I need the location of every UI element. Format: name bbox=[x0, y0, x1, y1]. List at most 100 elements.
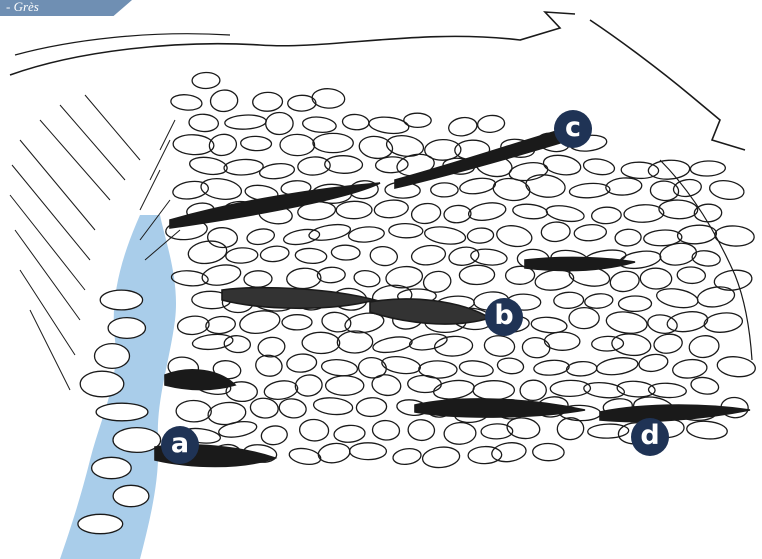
cobble-stone bbox=[294, 373, 323, 397]
cobble-stone bbox=[477, 114, 505, 133]
cobble-stone bbox=[708, 178, 745, 201]
marker-b: b bbox=[485, 298, 523, 336]
cobble-stone bbox=[286, 353, 317, 373]
cobble-stone bbox=[468, 446, 502, 464]
cobble-stone bbox=[189, 155, 229, 177]
cobble-stone bbox=[321, 358, 358, 377]
cobble-stone bbox=[609, 269, 641, 294]
cobble-stone bbox=[512, 203, 548, 221]
cobble-stone bbox=[187, 239, 228, 266]
cobble-stone bbox=[553, 292, 583, 309]
cobble-stone bbox=[491, 441, 528, 464]
cobble-stone bbox=[690, 375, 720, 396]
cobble-stone bbox=[677, 266, 706, 284]
cobble-stone bbox=[424, 225, 467, 247]
cobble-stone bbox=[611, 332, 652, 357]
cobble-stone bbox=[591, 207, 621, 225]
cobble-stone bbox=[677, 224, 717, 245]
cobble-stone bbox=[371, 373, 403, 397]
marker-c: c bbox=[554, 110, 592, 148]
cobble-stone bbox=[638, 352, 669, 373]
cobble-stone bbox=[246, 227, 276, 246]
cobble-stone bbox=[615, 228, 642, 246]
cobble-stone bbox=[422, 445, 461, 469]
cobble-stone bbox=[348, 225, 385, 243]
cobble-stone bbox=[448, 245, 480, 267]
cobble-stone bbox=[286, 267, 321, 289]
cobble-stone bbox=[224, 335, 251, 354]
cobble-stone bbox=[260, 245, 290, 263]
stream-stone bbox=[92, 457, 132, 478]
cobble-stone bbox=[313, 133, 353, 152]
cobble-stone bbox=[302, 332, 340, 354]
cobble-stone bbox=[295, 248, 327, 265]
cobble-stone bbox=[640, 268, 672, 290]
cobble-stone bbox=[201, 262, 243, 288]
cobble-stone bbox=[410, 202, 442, 226]
cobble-stone bbox=[542, 153, 582, 178]
cobble-stone bbox=[224, 158, 264, 175]
cobble-stone bbox=[192, 72, 220, 89]
cobble-stone bbox=[545, 203, 585, 224]
cobble-stone bbox=[288, 446, 322, 466]
cobble-stone bbox=[224, 114, 266, 130]
cobble-stone bbox=[458, 359, 494, 379]
marker-a: a bbox=[161, 426, 199, 464]
cobble-stone bbox=[557, 417, 585, 440]
cobble-stone bbox=[326, 376, 364, 395]
cobble-stone bbox=[308, 222, 352, 243]
cobble-stone bbox=[302, 116, 337, 134]
cobble-stone bbox=[584, 293, 613, 310]
stone-type-tag: - Grès bbox=[0, 0, 132, 16]
cobble-stone bbox=[696, 284, 736, 309]
cobble-stone bbox=[177, 315, 210, 336]
cobble-stone bbox=[372, 334, 413, 354]
cobble-stone bbox=[666, 309, 709, 334]
stream-stone bbox=[108, 318, 145, 339]
cobble-stone bbox=[686, 420, 728, 441]
cobble-stone bbox=[541, 221, 571, 242]
cobble-stone bbox=[200, 176, 243, 202]
marker-a-label: a bbox=[171, 430, 189, 457]
cobble-stone bbox=[497, 357, 525, 375]
cobble-stone bbox=[260, 424, 288, 446]
cobble-stone bbox=[282, 315, 312, 330]
cobble-stone bbox=[407, 419, 435, 441]
stream-stone bbox=[78, 514, 123, 533]
cobble-stone bbox=[688, 334, 720, 359]
cobble-stone bbox=[690, 160, 726, 176]
cobble-stone bbox=[374, 199, 410, 220]
cobble-stone bbox=[574, 224, 607, 242]
cobble-stone bbox=[389, 223, 423, 238]
marker-c-label: c bbox=[565, 114, 581, 141]
cobble-stone bbox=[459, 176, 497, 196]
cobble-stone bbox=[691, 249, 721, 267]
cobble-stone bbox=[531, 316, 568, 334]
cobble-stone bbox=[188, 113, 218, 132]
cobble-stone bbox=[653, 332, 684, 355]
cobble-stone bbox=[588, 424, 629, 439]
stream-stone bbox=[113, 428, 161, 453]
cobble-stone bbox=[459, 265, 495, 285]
cobble-stone bbox=[280, 134, 315, 156]
cobble-stone bbox=[333, 424, 365, 443]
stream-stone bbox=[80, 371, 124, 397]
cobble-stone bbox=[244, 270, 272, 287]
cobble-stone bbox=[278, 397, 307, 419]
cobble-stone bbox=[595, 355, 638, 377]
cobble-stone bbox=[372, 420, 400, 441]
cobble-stone bbox=[173, 134, 215, 156]
cobble-stone bbox=[259, 162, 295, 181]
cobble-stone bbox=[495, 223, 533, 249]
cobble-stone bbox=[569, 182, 610, 199]
cobble-stone bbox=[240, 136, 271, 151]
marker-b-label: b bbox=[494, 302, 513, 329]
cobble-stone bbox=[356, 397, 387, 417]
cobble-stone bbox=[525, 173, 567, 200]
cobble-stone bbox=[533, 359, 569, 376]
cobble-stone bbox=[534, 268, 575, 293]
cobble-stone bbox=[225, 247, 258, 264]
cobble-stone bbox=[407, 375, 441, 393]
cobble-stone bbox=[470, 248, 508, 267]
cobble-stone bbox=[350, 443, 387, 460]
